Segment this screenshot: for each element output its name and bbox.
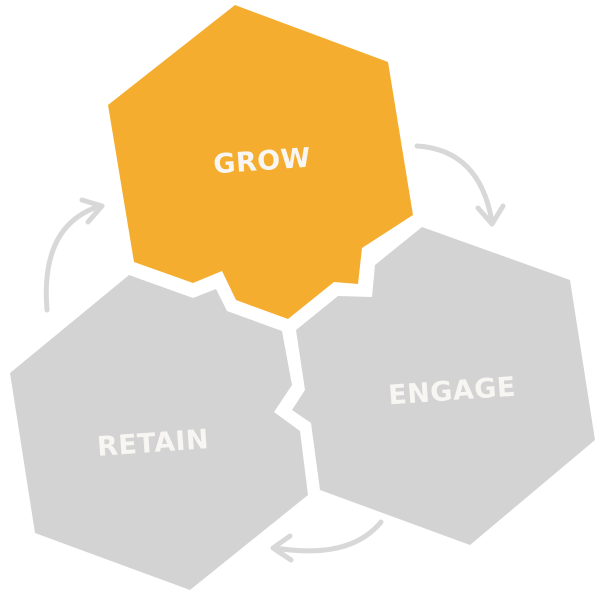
arrowhead-engage-to-retain xyxy=(270,533,294,563)
engage-hexagon xyxy=(292,227,595,545)
retain-hexagon xyxy=(10,275,308,590)
arrow-grow-to-engage xyxy=(414,143,495,225)
arrow-retain-to-grow xyxy=(43,203,103,313)
grow-hexagon xyxy=(108,5,413,319)
arrowhead-retain-to-grow xyxy=(79,197,105,225)
arrowhead-grow-to-engage xyxy=(475,203,506,227)
grow-label: GROW xyxy=(212,143,312,181)
arrow-engage-to-retain xyxy=(272,519,384,554)
